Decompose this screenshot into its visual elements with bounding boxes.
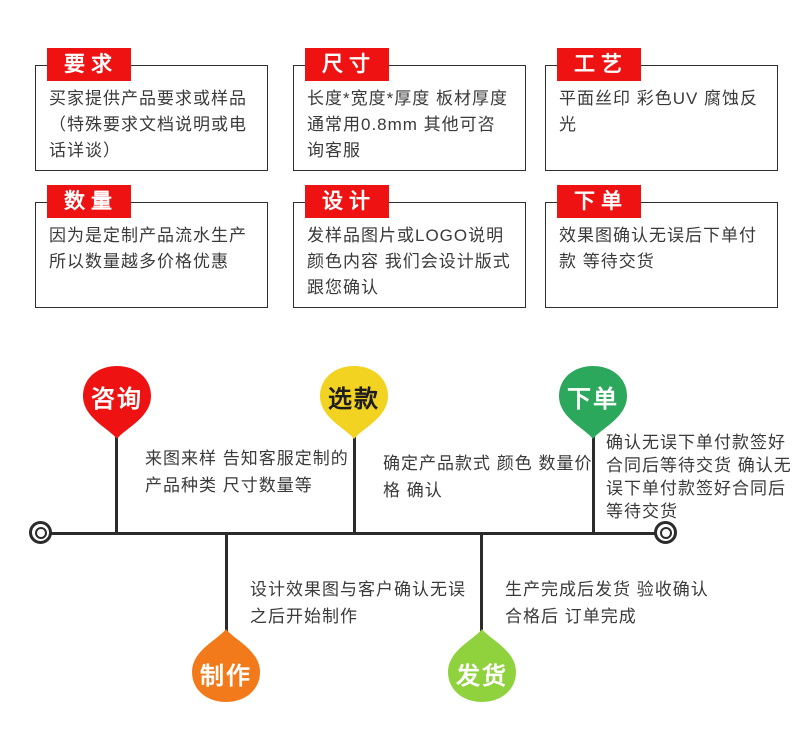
- stem-order: [592, 436, 595, 533]
- balloon-select-icon: 选款: [317, 363, 391, 441]
- info-box-order: 下单 效果图确认无误后下单付款 等待交货: [545, 185, 778, 308]
- info-box-dimensions: 尺寸 长度*宽度*厚度 板材厚度通常用0.8mm 其他可咨询客服: [293, 48, 526, 171]
- note-make: 设计效果图与客户确认无误之后开始制作: [250, 580, 466, 626]
- box-label-dimensions: 尺寸: [305, 48, 389, 81]
- stem-ship: [480, 533, 483, 632]
- box-label-requirements: 要求: [47, 48, 131, 81]
- timeline-line: [41, 532, 667, 535]
- note-order: 确认无误下单付款签好合同后等待交货 确认无误下单付款签好合同后等待交货: [606, 433, 792, 521]
- note-ship: 生产完成后发货 验收确认合格后 订单完成: [505, 580, 709, 626]
- balloon-ship-icon: 发货: [445, 627, 519, 705]
- balloon-order-label: 下单: [567, 386, 619, 413]
- box-text-dimensions: 长度*宽度*厚度 板材厚度通常用0.8mm 其他可咨询客服: [307, 89, 508, 160]
- box-label-quantity: 数量: [47, 185, 131, 218]
- box-text-process: 平面丝印 彩色UV 腐蚀反光: [559, 89, 759, 134]
- balloon-make-label: 制作: [200, 663, 252, 690]
- box-label-order: 下单: [557, 185, 641, 218]
- box-text-design: 发样品图片或LOGO说明颜色内容 我们会设计版式跟您确认: [307, 226, 511, 297]
- note-consult: 来图来样 告知客服定制的产品种类 尺寸数量等: [145, 449, 349, 495]
- balloon-select-label: 选款: [328, 386, 380, 413]
- stem-make: [225, 533, 228, 632]
- stem-select: [353, 436, 356, 533]
- info-box-quantity: 数量 因为是定制产品流水生产所以数量越多价格优惠: [35, 185, 268, 308]
- balloon-consult-label: 咨询: [91, 386, 143, 413]
- info-box-design: 设计 发样品图片或LOGO说明颜色内容 我们会设计版式跟您确认: [293, 185, 526, 308]
- balloon-consult-icon: 咨询: [80, 363, 154, 441]
- info-box-process: 工艺 平面丝印 彩色UV 腐蚀反光: [545, 48, 778, 171]
- box-text-quantity: 因为是定制产品流水生产所以数量越多价格优惠: [49, 226, 247, 271]
- stem-consult: [115, 437, 118, 533]
- balloon-order-icon: 下单: [556, 363, 630, 441]
- balloon-ship-label: 发货: [456, 663, 508, 690]
- box-text-order: 效果图确认无误后下单付款 等待交货: [559, 226, 757, 271]
- balloon-make-icon: 制作: [189, 627, 263, 705]
- box-label-design: 设计: [305, 185, 389, 218]
- info-box-requirements: 要求 买家提供产品要求或样品（特殊要求文档说明或电话详谈）: [35, 48, 268, 171]
- timeline-left-endpoint-icon: [29, 521, 52, 544]
- note-select: 确定产品款式 颜色 数量价格 确认: [383, 454, 593, 500]
- box-text-requirements: 买家提供产品要求或样品（特殊要求文档说明或电话详谈）: [49, 89, 247, 160]
- timeline-right-endpoint-icon: [654, 521, 677, 544]
- box-label-process: 工艺: [557, 48, 641, 81]
